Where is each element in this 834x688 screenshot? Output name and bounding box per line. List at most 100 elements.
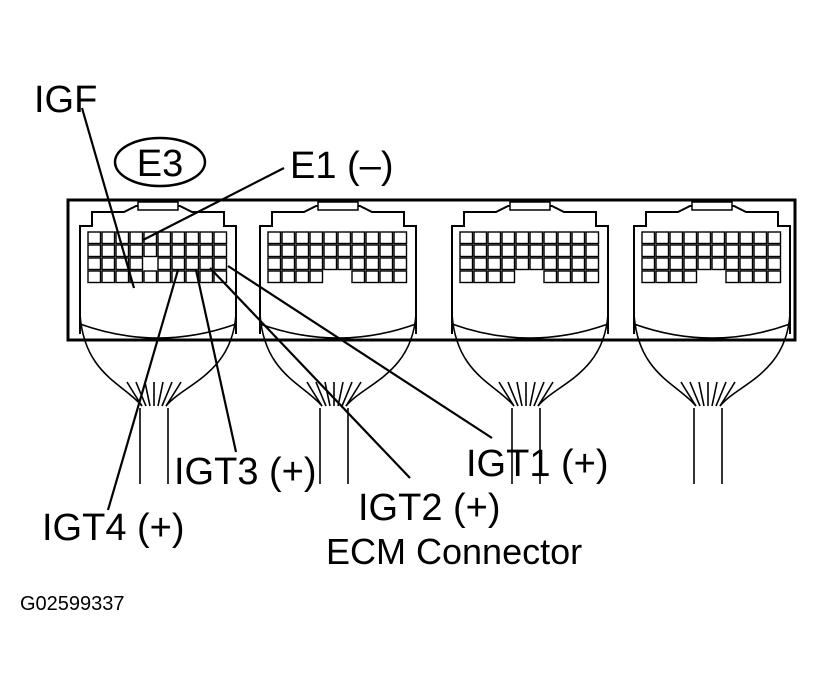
pin-cavity <box>157 231 172 245</box>
pin-cavity <box>753 270 768 284</box>
pin-cavity <box>295 231 310 245</box>
pin-cavity <box>379 231 394 245</box>
pin-cavity <box>101 270 116 284</box>
harness-wire <box>161 381 173 407</box>
pin-cavity <box>281 270 296 284</box>
pin-cavity <box>379 244 394 258</box>
pin-cavity <box>529 231 544 245</box>
pin-cavity <box>571 244 586 258</box>
pin-cavity <box>213 257 228 271</box>
pin-cavity <box>557 270 572 284</box>
pin-cavity <box>171 244 186 258</box>
igt1-label: IGT1 (+) <box>466 443 609 485</box>
pin-cavity <box>365 231 380 245</box>
harness-wire <box>537 313 609 407</box>
pin-cavity <box>669 257 684 271</box>
pin-cavity <box>683 231 698 245</box>
harness-wire <box>698 381 705 407</box>
connector-block <box>633 201 791 339</box>
pin-cavity <box>87 257 102 271</box>
harness-wire <box>345 381 362 407</box>
pin-cavity <box>185 244 200 258</box>
pin-cavity <box>557 231 572 245</box>
pin-cavity <box>199 231 214 245</box>
pin-cavity <box>543 270 558 284</box>
pin-cavity <box>87 244 102 258</box>
pin-cavity <box>753 231 768 245</box>
block-skirt <box>451 323 609 339</box>
harness-bundle <box>633 313 791 484</box>
latch <box>317 201 359 211</box>
pin-cavity <box>725 257 740 271</box>
pin-cavity <box>185 257 200 271</box>
pin-cavity <box>655 270 670 284</box>
pin-cavity <box>739 270 754 284</box>
pin-cavity <box>767 231 782 245</box>
pin-cavity <box>515 231 530 245</box>
harness-wire <box>79 313 143 407</box>
harness-bundle <box>259 313 417 484</box>
igt3-leader <box>194 269 238 453</box>
harness-bundle <box>451 313 609 484</box>
pin-cavity <box>669 244 684 258</box>
harness-wire <box>711 381 718 407</box>
harness-wire <box>345 313 417 407</box>
pin-cavity <box>753 244 768 258</box>
connector-code-badge: E3 <box>113 136 207 188</box>
pin-cavity <box>571 270 586 284</box>
pin-cavity <box>393 270 408 284</box>
pin-cavity <box>473 231 488 245</box>
harness-wire <box>135 381 147 407</box>
harness-wire <box>126 381 143 407</box>
pin-cavity <box>683 257 698 271</box>
e1-leader <box>142 167 285 241</box>
pin-cavity <box>351 231 366 245</box>
pin-cavity <box>739 257 754 271</box>
connector-blocks <box>79 201 791 339</box>
pin-cavity <box>87 270 102 284</box>
harness-wire <box>633 313 697 407</box>
pin-cavity <box>393 244 408 258</box>
pin-cavity <box>543 257 558 271</box>
pin-cavity <box>557 244 572 258</box>
pin-cavity <box>459 257 474 271</box>
pin-cavity <box>515 244 530 258</box>
pin-cavity <box>143 270 158 284</box>
ecm-connector-caption: ECM Connector <box>326 531 582 572</box>
harness-wire <box>719 313 791 407</box>
connector-block <box>79 201 237 339</box>
pin-cavity <box>101 244 116 258</box>
harness-wire <box>157 381 164 407</box>
pin-cavity <box>571 257 586 271</box>
pin-cavity <box>669 270 684 284</box>
pin-cavity <box>753 257 768 271</box>
pin-cavity <box>725 244 740 258</box>
connector-block <box>259 201 417 339</box>
pin-cavity <box>143 244 158 258</box>
pin-cavity <box>669 231 684 245</box>
pin-cavity <box>365 244 380 258</box>
igf-label: IGF <box>34 79 97 121</box>
pin-cavity <box>473 244 488 258</box>
pin-cavity <box>641 257 656 271</box>
pin-cavity <box>739 244 754 258</box>
igt4-label: IGT4 (+) <box>42 507 185 549</box>
igt2-leader <box>209 267 411 479</box>
pin-cavity <box>557 257 572 271</box>
latch <box>137 201 179 211</box>
pin-cavity <box>295 244 310 258</box>
harness-wire <box>689 381 701 407</box>
pin-cavity <box>365 270 380 284</box>
harness-wire <box>315 381 327 407</box>
pin-cavity <box>309 244 324 258</box>
pin-cavity <box>711 244 726 258</box>
connector-block <box>451 201 609 339</box>
pin-cavity <box>379 270 394 284</box>
pin-cavity <box>267 244 282 258</box>
pin-cavity <box>501 257 516 271</box>
pin-cavity <box>129 257 144 271</box>
harness-wire <box>165 381 182 407</box>
harness-wire <box>498 381 515 407</box>
pin-cavity <box>199 244 214 258</box>
